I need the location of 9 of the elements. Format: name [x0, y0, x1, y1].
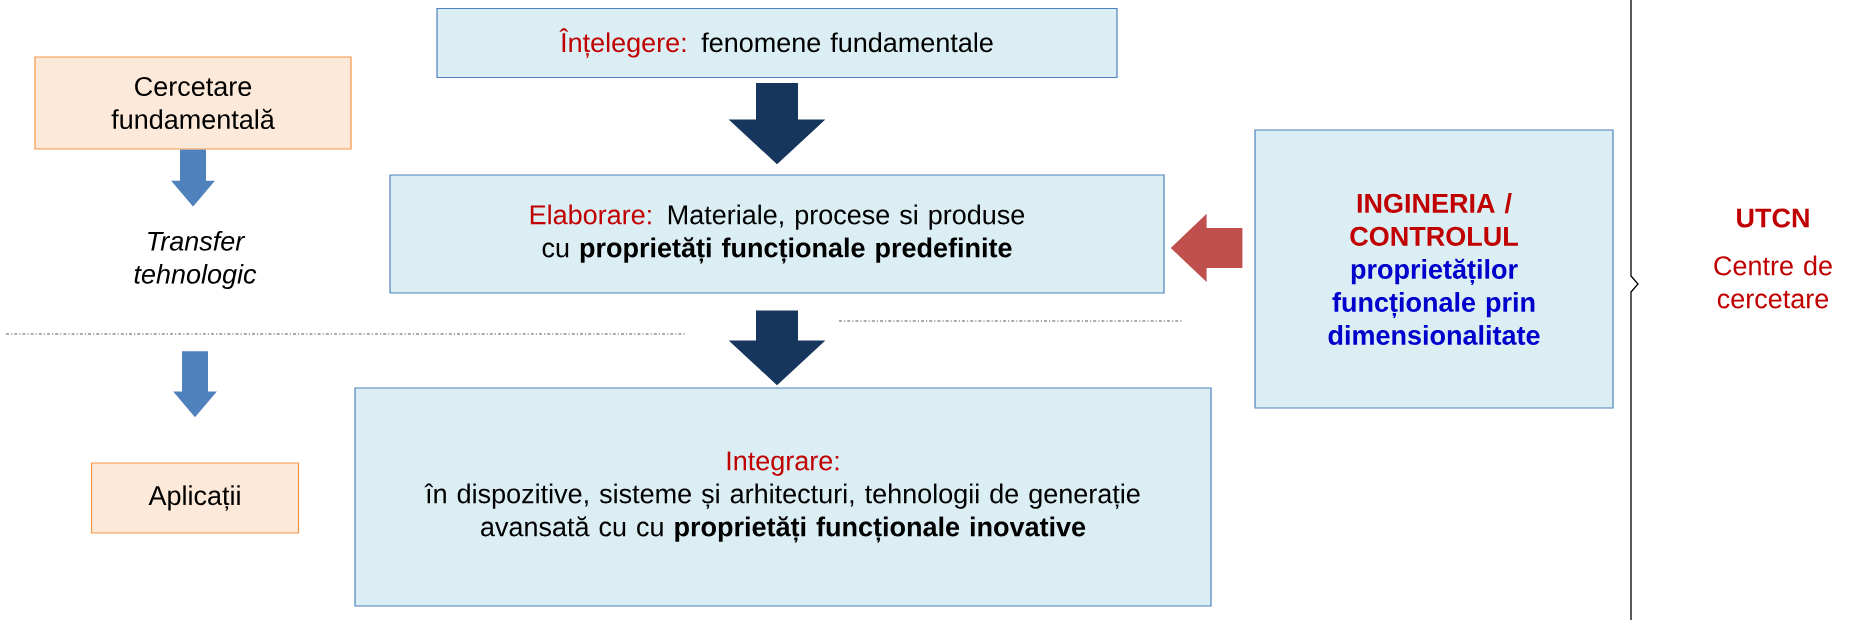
process-box: INGINERIA / CONTROLUL proprietăților funcționale prin dimensionalitate	[1254, 129, 1614, 409]
label-text: UTCN	[1737, 208, 1809, 228]
process-box: Elaborare: Materiale, procese si produse cu proprietăți funcționale predefinite	[389, 174, 1165, 294]
process-box: Înțelegere: fenomene fundamentale	[436, 7, 1118, 79]
process-box: Aplicații	[90, 462, 300, 534]
label-text: Centre de cercetare	[1714, 255, 1832, 309]
process-box: Cercetare fundamentală	[34, 56, 352, 150]
italic-text: Transfer tehnologic	[134, 230, 257, 290]
process-box: Integrare: în dispozitive, sisteme și arhitecturi, tehnologii de generație avansată cu cu proprietăți funcționale inovative	[354, 387, 1212, 607]
